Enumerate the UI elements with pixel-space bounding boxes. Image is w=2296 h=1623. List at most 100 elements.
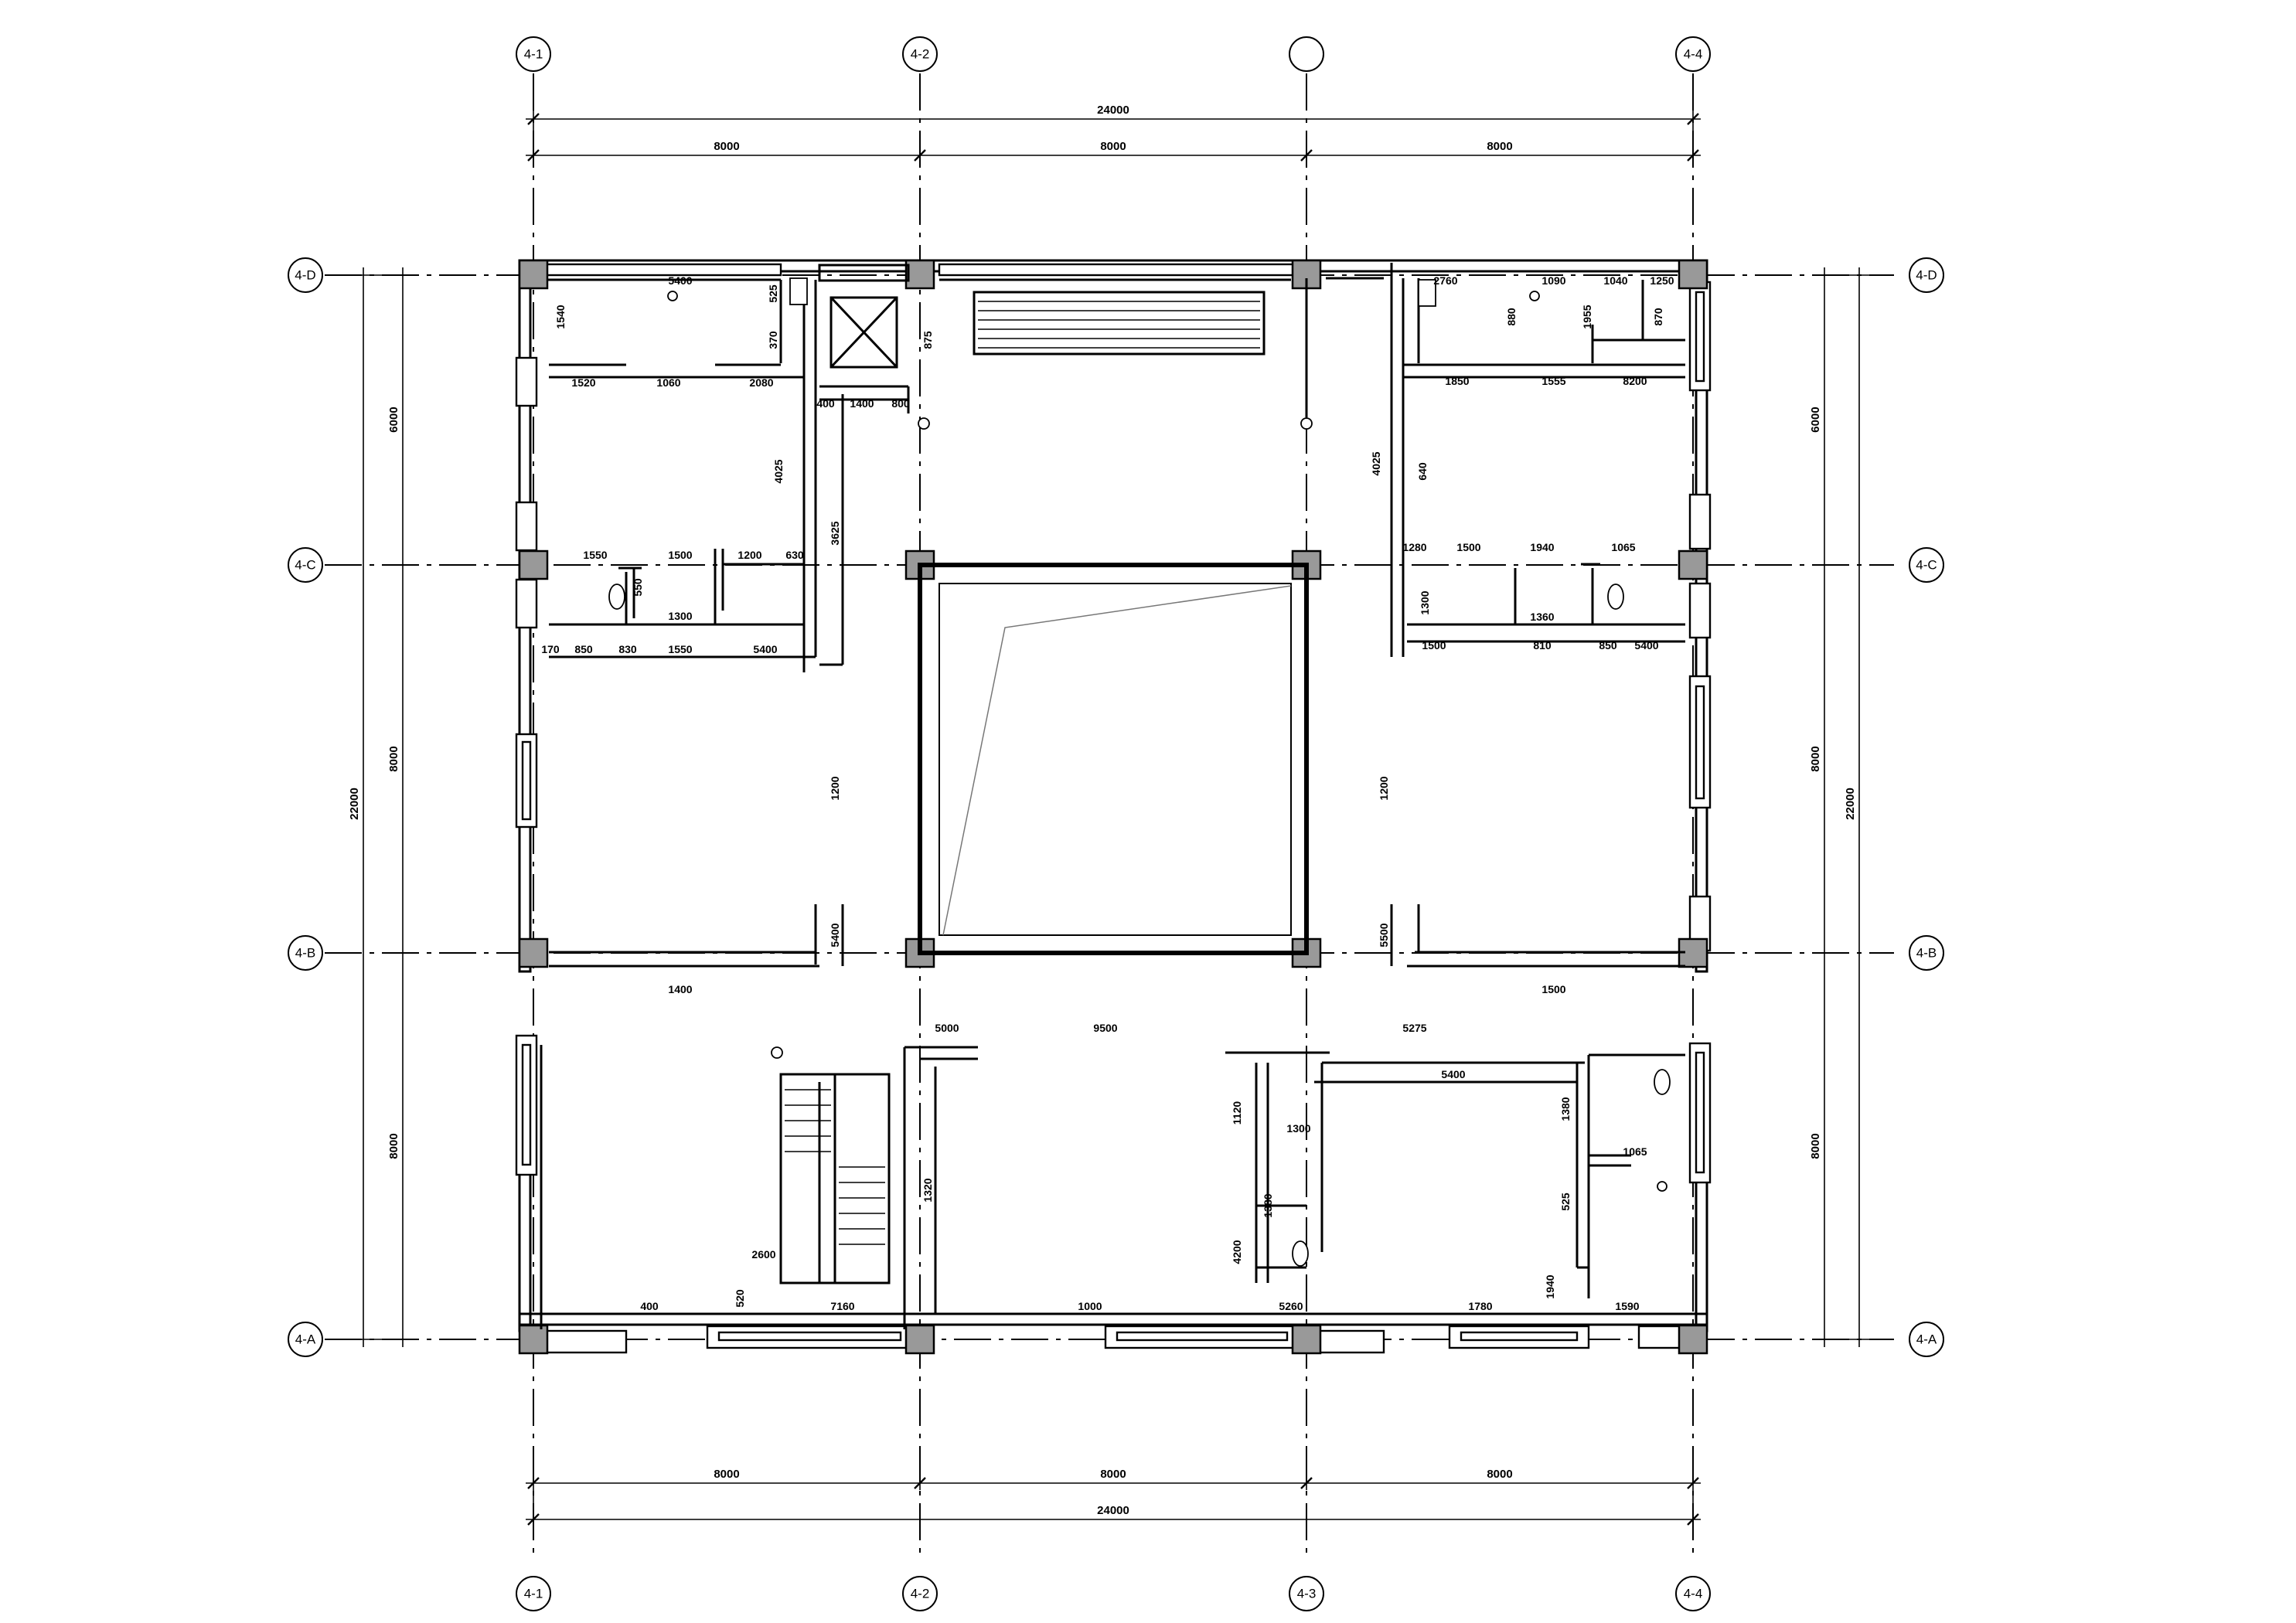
interior-dim: 1520: [571, 376, 595, 389]
dim-left-bay-1: 6000: [387, 407, 400, 432]
axis-bubble-top-4: [1675, 36, 1711, 72]
dim-right-bay-2: 8000: [1809, 746, 1822, 771]
dim-bottom-total: 24000: [1097, 1504, 1129, 1517]
interior-dim: 4025: [1370, 451, 1382, 475]
interior-dim: 1300: [668, 610, 692, 622]
axis-bubble-bottom-1: [516, 1576, 551, 1611]
floor-drain-icon: [667, 291, 678, 301]
interior-dim: 1300: [1419, 590, 1431, 614]
interior-dim: 5400: [668, 274, 692, 287]
interior-dim: 1200: [1378, 776, 1390, 800]
axis-label-left-D: 4-D: [295, 268, 315, 283]
interior-dim: 1200: [738, 549, 761, 561]
floor-drain-icon: [1657, 1181, 1667, 1192]
toilet-icon: [1607, 584, 1624, 610]
columns: [518, 259, 1708, 1355]
interior-dimensions: 5400 1540 525 370 1520 1060 2080 400 140…: [541, 274, 1674, 1312]
interior-dim: 370: [767, 331, 779, 349]
axis-label-right-C: 4-C: [1916, 558, 1937, 573]
interior-dim: 1850: [1445, 375, 1469, 387]
interior-dim: 1955: [1581, 305, 1593, 328]
floor-drain-icon: [1529, 291, 1540, 301]
interior-dim: 1940: [1530, 541, 1554, 553]
toilet-icon: [608, 584, 625, 610]
interior-dim: 7160: [830, 1300, 854, 1312]
axis-label-bottom-2: 4-2: [911, 1587, 930, 1601]
dim-right-bay-3: 8000: [1809, 1133, 1822, 1159]
interior-dim: 3625: [829, 521, 841, 545]
axis-bubble-right-C: [1909, 547, 1944, 583]
interior-dim: 4200: [1231, 1240, 1243, 1264]
interior-dim: 880: [1505, 308, 1518, 326]
interior-dim: 850: [1599, 639, 1617, 652]
dim-top-bay-1: 8000: [714, 140, 739, 153]
exterior-walls: [518, 259, 1708, 1332]
dim-top-bay-3: 8000: [1487, 140, 1512, 153]
axis-label-left-B: 4-B: [295, 946, 315, 961]
dim-bottom-bay-1: 8000: [714, 1468, 739, 1481]
axis-bubble-left-C: [288, 547, 323, 583]
interior-dim: 5400: [753, 643, 777, 655]
dim-bottom-bay-2: 8000: [1100, 1468, 1126, 1481]
dim-right-total: 22000: [1844, 788, 1857, 820]
dimension-texts: 24000 8000 8000 8000 8000 8000 8000 2400…: [348, 104, 1857, 1517]
interior-dim: 400: [640, 1300, 659, 1312]
interior-dim: 1280: [1402, 541, 1426, 553]
interior-dim: 1090: [1541, 274, 1565, 287]
interior-dim: 1550: [583, 549, 607, 561]
interior-dim: 1380: [1262, 1193, 1274, 1217]
axis-bubble-top-3: [1289, 36, 1324, 72]
toilet-icon: [1654, 1069, 1671, 1095]
dim-bottom-bay-3: 8000: [1487, 1468, 1512, 1481]
interior-dim: 1500: [668, 549, 692, 561]
axis-bubble-bottom-2: [902, 1576, 938, 1611]
interior-dim: 640: [1416, 462, 1429, 481]
dimension-chains: [354, 108, 1869, 1530]
interior-dim: 800: [891, 397, 910, 410]
interior-dim: 550: [632, 578, 644, 597]
interior-dim: 1500: [1422, 639, 1446, 652]
interior-dim: 1060: [656, 376, 680, 389]
dim-left-bay-3: 8000: [387, 1133, 400, 1159]
dim-top-bay-2: 8000: [1100, 140, 1126, 153]
interior-dim: 1400: [850, 397, 874, 410]
interior-dim: 5275: [1402, 1022, 1426, 1034]
floor-drain-icon: [918, 417, 930, 430]
interior-dim: 520: [734, 1289, 746, 1308]
axis-bubble-right-A: [1909, 1322, 1944, 1357]
interior-dim: 1065: [1623, 1145, 1647, 1158]
interior-dim: 1540: [554, 305, 567, 328]
interior-dim: 1500: [1541, 983, 1565, 995]
interior-dim: 1300: [1286, 1122, 1310, 1135]
axis-label-bottom-1: 4-1: [524, 1587, 543, 1601]
axis-label-top-4: 4-4: [1684, 47, 1703, 62]
interior-dim: 9500: [1093, 1022, 1117, 1034]
interior-dim: 525: [1559, 1193, 1572, 1211]
interior-dim: 2760: [1433, 274, 1457, 287]
axis-labels: 4-1 4-2 4-4 4-1 4-2 4-3 4-4 4-D 4-C 4-B …: [295, 47, 1937, 1601]
interior-dim: 875: [921, 331, 934, 349]
interior-dim: 1200: [829, 776, 841, 800]
interior-dim: 1000: [1078, 1300, 1102, 1312]
axis-label-right-D: 4-D: [1916, 268, 1937, 283]
axis-label-top-2: 4-2: [911, 47, 930, 62]
toilet-icon: [1418, 279, 1436, 307]
interior-dim: 830: [618, 643, 637, 655]
axis-label-bottom-3: 4-3: [1297, 1587, 1317, 1601]
axis-label-right-A: 4-A: [1916, 1332, 1937, 1347]
axis-bubble-right-D: [1909, 257, 1944, 293]
interior-dim: 630: [785, 549, 804, 561]
interior-dim: 8200: [1623, 375, 1647, 387]
interior-dim: 1940: [1544, 1274, 1556, 1298]
interior-dim: 1360: [1530, 611, 1554, 623]
interior-dim: 5400: [1634, 639, 1658, 652]
interior-dim: 170: [541, 643, 560, 655]
interior-walls: [540, 263, 1685, 1329]
axis-label-bottom-4: 4-4: [1684, 1587, 1703, 1601]
interior-dim: 1065: [1611, 541, 1635, 553]
interior-dim: 5260: [1279, 1300, 1303, 1312]
interior-dim: 810: [1533, 639, 1552, 652]
interior-dim: 525: [767, 284, 779, 303]
toilet-icon: [789, 277, 808, 305]
